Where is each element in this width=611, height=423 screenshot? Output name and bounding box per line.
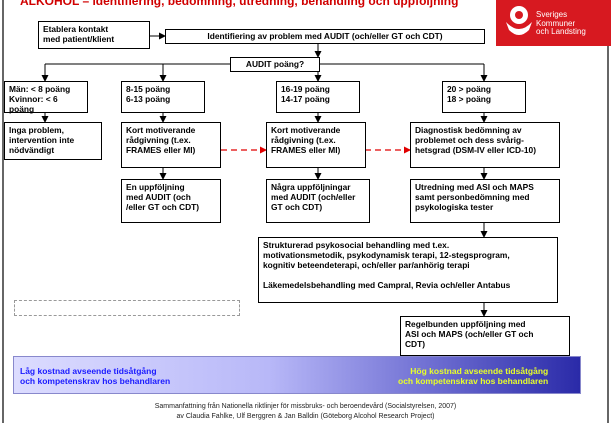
box-one-followup: En uppföljning med AUDIT (och /eller GT … <box>121 179 221 223</box>
high-cost-label: Hög kostnad avseende tidsåtgång och komp… <box>398 366 549 386</box>
box-score-medium: 8-15 poäng 6-13 poäng <box>121 81 205 113</box>
box-no-problem: Inga problem, intervention inte nödvändi… <box>4 122 102 160</box>
box-score-very-high: 20 > poäng 18 > poäng <box>442 81 526 113</box>
footer-authors: av Claudia Fahlke, Ulf Berggren & Jan Ba… <box>176 413 435 420</box>
box-audit-score: AUDIT poäng? <box>230 57 320 72</box>
footer-source: Sammanfattning från Nationella riktlinje… <box>154 403 457 410</box>
box-identify-problem: Identifiering av problem med AUDIT (och/… <box>165 29 485 44</box>
box-score-low: Män: < 8 poäng Kvinnor: < 6 poäng <box>4 81 88 114</box>
box-brief-counselling-1: Kort motiverande rådgivning (t.ex. FRAME… <box>121 122 221 168</box>
box-brief-counselling-2: Kort motiverande rådgivning (t.ex. FRAME… <box>266 122 366 168</box>
logo-icon <box>496 0 611 46</box>
empty-dashed-placeholder <box>14 300 240 316</box>
logo-text: Sveriges Kommuner och Landsting <box>536 10 586 36</box>
low-cost-label: Låg kostnad avseende tidsåtgång och komp… <box>20 366 171 386</box>
box-score-high: 16-19 poäng 14-17 poäng <box>276 81 360 113</box>
page-title: ALKOHOL – identifiering, bedömning, utre… <box>20 0 459 8</box>
box-several-followups: Några uppföljningar med AUDIT (och/eller… <box>266 179 370 223</box>
box-regular-followup: Regelbunden uppföljning med ASI och MAPS… <box>400 316 570 356</box>
box-diagnostic-assessment: Diagnostisk bedömning av problemet och d… <box>410 122 560 168</box>
box-establish-contact: Etablera kontakt med patient/klient <box>38 21 150 49</box>
box-structured-treatment: Strukturerad psykosocial behandling med … <box>258 237 558 303</box>
cost-gradient-bar <box>13 356 581 394</box>
box-asi-maps-investigation: Utredning med ASI och MAPS samt personbe… <box>410 179 560 223</box>
